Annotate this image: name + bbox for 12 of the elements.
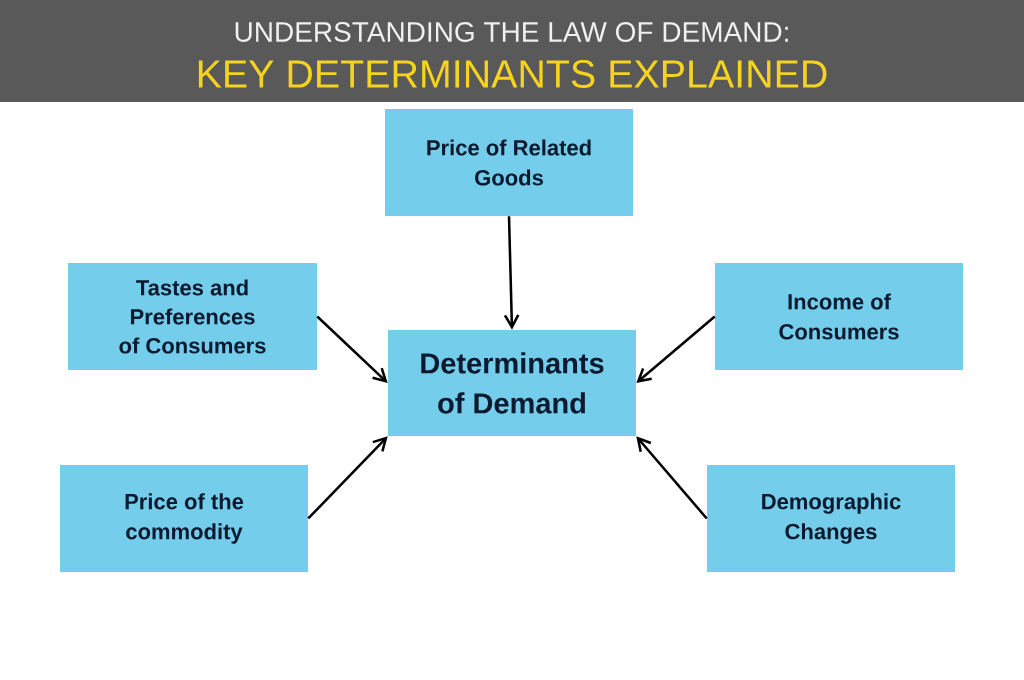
process-box: Income of Consumers [715, 263, 963, 370]
process-box: Tastes and Preferences of Consumers [68, 263, 317, 370]
process-box: Price of Related Goods [385, 109, 633, 216]
arrow [503, 216, 520, 330]
title: UNDERSTANDING THE LAW OF DEMAND: [235, 22, 788, 42]
arrow [307, 436, 388, 520]
arrow [636, 315, 716, 383]
arrow [636, 436, 708, 520]
arrow [316, 315, 388, 383]
process-box: Price of the commodity [60, 465, 308, 572]
process-box: Demographic Changes [707, 465, 955, 572]
central-box: Determinants of Demand [388, 330, 636, 436]
